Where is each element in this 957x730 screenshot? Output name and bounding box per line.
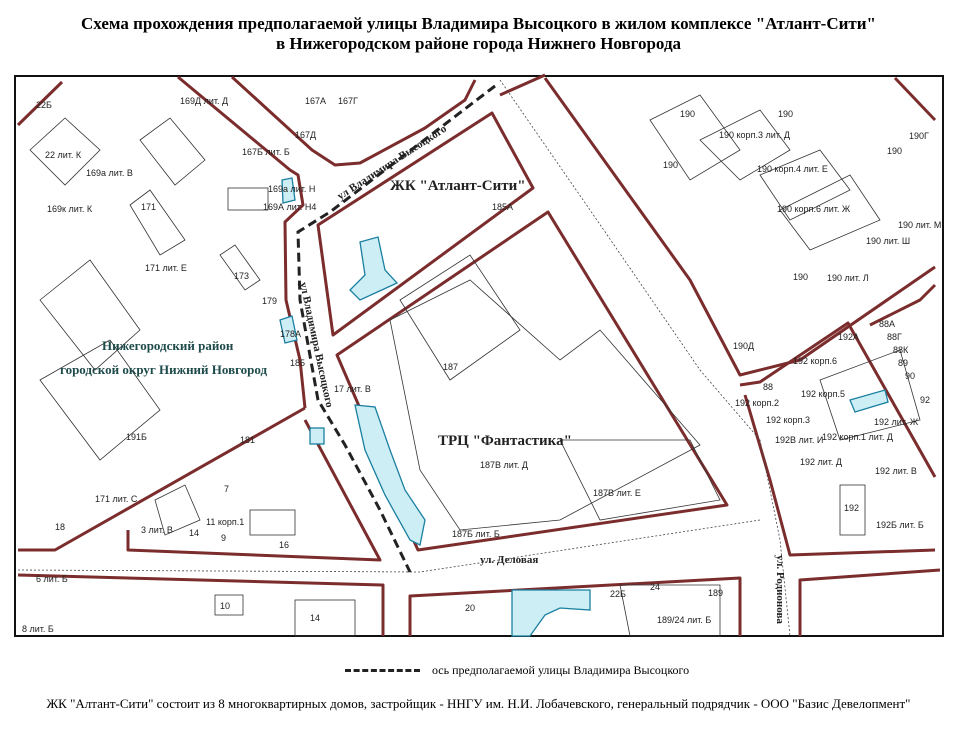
building-label: 190	[887, 146, 902, 156]
building-label: 88А	[879, 319, 895, 329]
building-label: 190	[680, 109, 695, 119]
building-label: 7	[224, 484, 229, 494]
building-label: 14	[189, 528, 199, 538]
building-label: 192В лит. И	[775, 435, 823, 445]
building-label: 88К	[893, 345, 909, 355]
building-label: 88Г	[887, 332, 902, 342]
building-label: 167Г	[338, 96, 358, 106]
building-label: 169Д лит. Д	[180, 96, 228, 106]
building-label: 190	[793, 272, 808, 282]
map-frame	[14, 75, 944, 637]
building-label: 18	[55, 522, 65, 532]
district-label-1: Нижегородский район	[102, 338, 234, 353]
building-label: 187	[443, 362, 458, 372]
street-rodionova: ул. Родионова	[774, 555, 786, 624]
building-label: 171	[141, 202, 156, 212]
building-label: 179	[262, 296, 277, 306]
building-label: 185А	[492, 202, 513, 212]
title-line-2: в Нижегородском районе города Нижнего Но…	[275, 34, 682, 53]
building-label: 24	[650, 582, 660, 592]
dashed-line-symbol	[345, 669, 420, 672]
building-label: 192 лит. В	[875, 466, 917, 476]
building-label: 169А лит. Н4	[263, 202, 316, 212]
building-label: 192 лит. Ж	[874, 417, 919, 427]
building-label: 190	[778, 109, 793, 119]
footnote: ЖК "Алтант-Сити" состоит из 8 многокварт…	[46, 696, 911, 711]
building-label: 14	[310, 613, 320, 623]
building-label: 90	[905, 371, 915, 381]
building-label: 190	[663, 160, 678, 170]
building-label: 167Б лит. Б	[242, 147, 290, 157]
building-label: 167Д	[295, 130, 316, 140]
building-label: 192А	[838, 332, 859, 342]
building-label: 11 корп.1	[206, 517, 244, 527]
building-label: 6 лит. Б	[36, 574, 68, 584]
title-line-1: Схема прохождения предполагаемой улицы В…	[81, 14, 876, 33]
building-label: 88	[763, 382, 773, 392]
building-label: 22Б	[610, 589, 626, 599]
building-label: 192 корп.2	[735, 398, 779, 408]
building-label: 190 корп.4 лит. Е	[757, 164, 828, 174]
legend: ось предполагаемой улицы Владимира Высоц…	[345, 663, 689, 678]
area-labels: ЖК "Атлант-Сити" ТРЦ "Фантастика" Нижего…	[60, 178, 572, 449]
building-labels: 22Б 169Д лит. Д 167А 167Г 167Д 167Б лит.…	[22, 96, 941, 634]
building-label: 22 лит. К	[45, 150, 82, 160]
building-label: 192 корп.3	[766, 415, 810, 425]
buildings	[29, 94, 921, 637]
building-label: 191Б	[126, 432, 147, 442]
building-label: 185	[290, 358, 305, 368]
building-label: 192Б лит. Б	[876, 520, 924, 530]
legend-axis-label: ось предполагаемой улицы Владимира Высоц…	[432, 663, 690, 677]
district-label-2: городской округ Нижний Новгород	[60, 362, 268, 377]
building-label: 171 лит. С	[95, 494, 138, 504]
building-label: 189	[708, 588, 723, 598]
building-label: 192	[844, 503, 859, 513]
building-label: 173	[234, 271, 249, 281]
building-label: 190 корп.6 лит. Ж	[777, 204, 851, 214]
map-title: Схема прохождения предполагаемой улицы В…	[0, 14, 957, 54]
building-label: 178А	[280, 329, 301, 339]
building-label: 189/24 лит. Б	[657, 615, 711, 625]
building-label: 190 лит. Л	[827, 273, 869, 283]
building-label: 187В лит. Е	[593, 488, 641, 498]
building-label: 169а лит. В	[86, 168, 133, 178]
building-label: 192 корп.5	[801, 389, 845, 399]
new-buildings	[279, 177, 889, 637]
building-label: 167А	[305, 96, 326, 106]
street-delovaya: ул. Деловая	[480, 554, 538, 566]
building-label: 10	[220, 601, 230, 611]
building-label: 16	[279, 540, 289, 550]
building-label: 22Б	[36, 100, 52, 110]
building-label: 92	[920, 395, 930, 405]
building-label: 9	[221, 533, 226, 543]
building-label: 20	[465, 603, 475, 613]
building-label: 190 лит. Ш	[866, 236, 910, 246]
building-label: 190Г	[909, 131, 929, 141]
building-label: 190 лит. М	[898, 220, 941, 230]
building-label: 3 лит. В	[141, 525, 173, 535]
label-fantastika: ТРЦ "Фантастика"	[438, 433, 572, 449]
building-label: 190 корп.3 лит. Д	[719, 130, 790, 140]
building-label: 17 лит. В	[334, 384, 371, 394]
building-label: 89	[898, 358, 908, 368]
building-label: 190Д	[733, 341, 754, 351]
building-label: 169а лит. Н	[268, 184, 315, 194]
building-label: 192 корп.6	[793, 356, 837, 366]
vysotsky-axis	[296, 84, 496, 573]
building-label: 187Б лит. Б	[452, 529, 500, 539]
building-label: 192 корп.1 лит. Д	[822, 432, 893, 442]
building-label: 181	[240, 435, 255, 445]
building-label: 8 лит. Б	[22, 624, 54, 634]
label-atlant: ЖК "Атлант-Сити"	[390, 178, 526, 194]
building-label: 171 лит. Е	[145, 263, 187, 273]
building-label: 187В лит. Д	[480, 460, 528, 470]
building-label: 192 лит. Д	[800, 457, 842, 467]
building-label: 169к лит. К	[47, 204, 93, 214]
